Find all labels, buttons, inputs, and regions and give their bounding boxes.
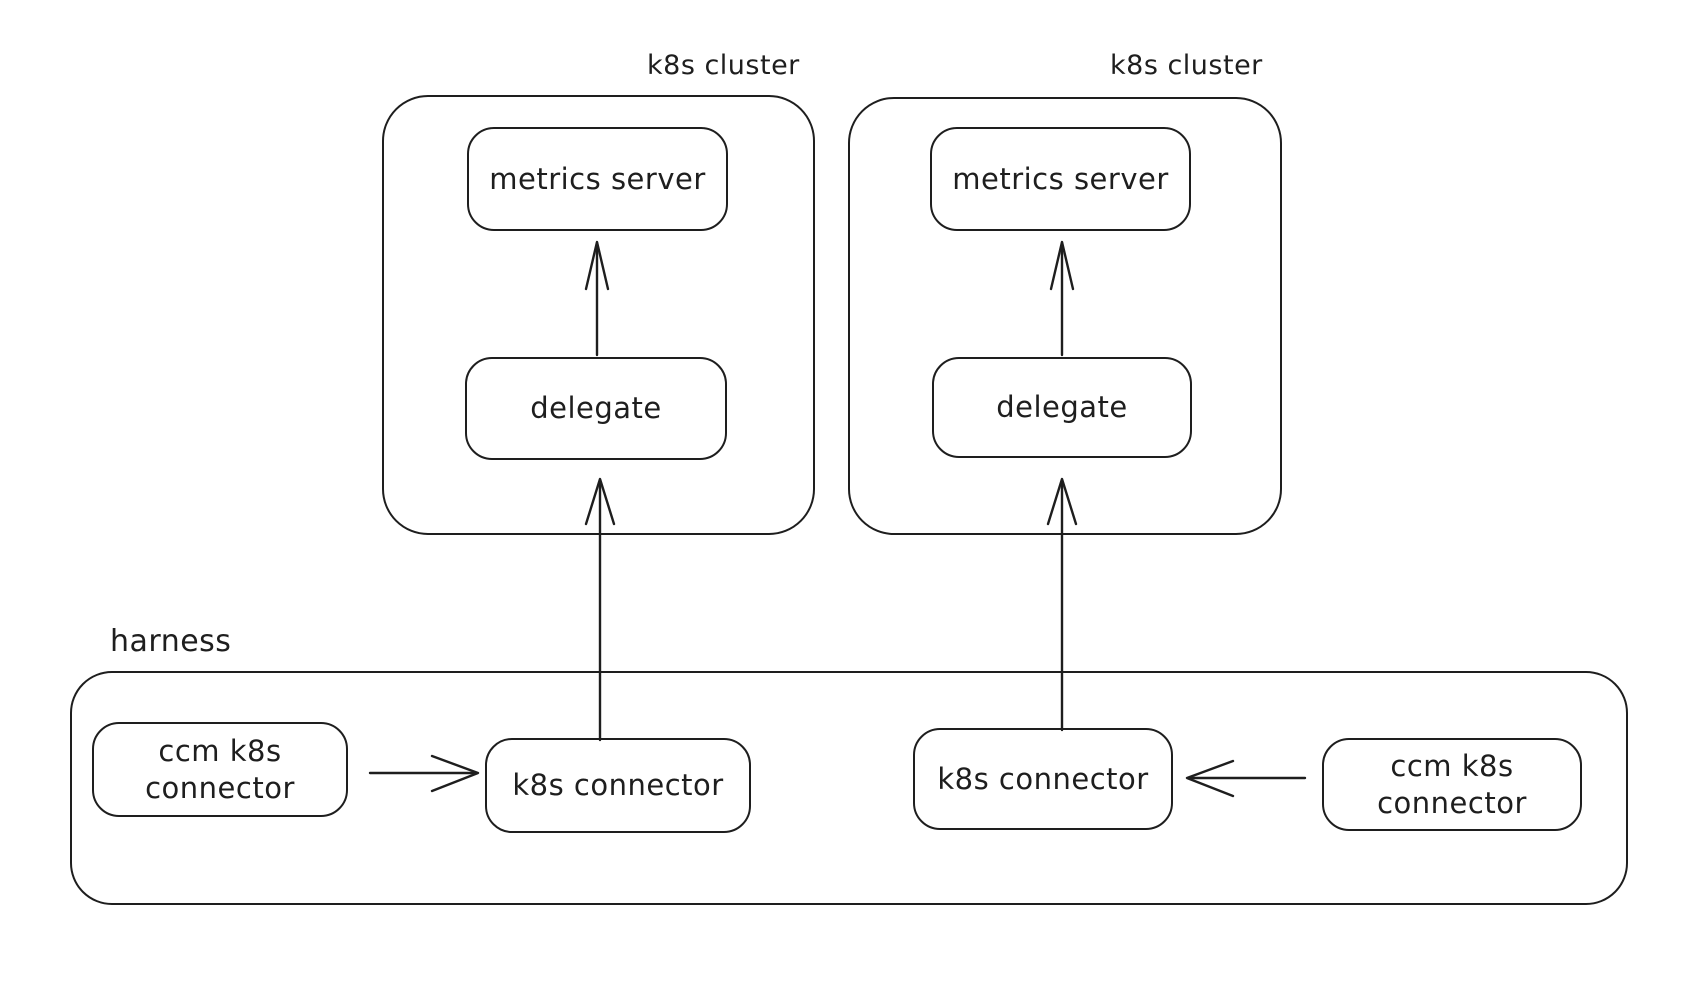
metrics-server-node-right: metrics server bbox=[930, 127, 1191, 231]
delegate-label-right: delegate bbox=[996, 390, 1128, 425]
k8s-cluster-label-right: k8s cluster bbox=[1110, 50, 1263, 81]
k8s-cluster-label-left: k8s cluster bbox=[647, 50, 800, 81]
metrics-server-label-right: metrics server bbox=[952, 161, 1169, 196]
ccm-k8s-connector-label-right: ccm k8s connector bbox=[1377, 749, 1527, 820]
metrics-server-label-left: metrics server bbox=[489, 161, 706, 196]
delegate-node-right: delegate bbox=[932, 357, 1192, 458]
k8s-connector-label-left: k8s connector bbox=[512, 768, 724, 803]
ccm-k8s-connector-node-right: ccm k8s connector bbox=[1322, 738, 1582, 831]
k8s-connector-node-left: k8s connector bbox=[485, 738, 751, 833]
delegate-node-left: delegate bbox=[465, 357, 727, 460]
ccm-k8s-connector-label-left: ccm k8s connector bbox=[145, 734, 295, 805]
k8s-connector-node-right: k8s connector bbox=[913, 728, 1173, 830]
delegate-label-left: delegate bbox=[530, 391, 662, 426]
ccm-k8s-connector-node-left: ccm k8s connector bbox=[92, 722, 348, 817]
harness-label: harness bbox=[110, 624, 232, 659]
metrics-server-node-left: metrics server bbox=[467, 127, 728, 231]
k8s-connector-label-right: k8s connector bbox=[937, 761, 1149, 796]
